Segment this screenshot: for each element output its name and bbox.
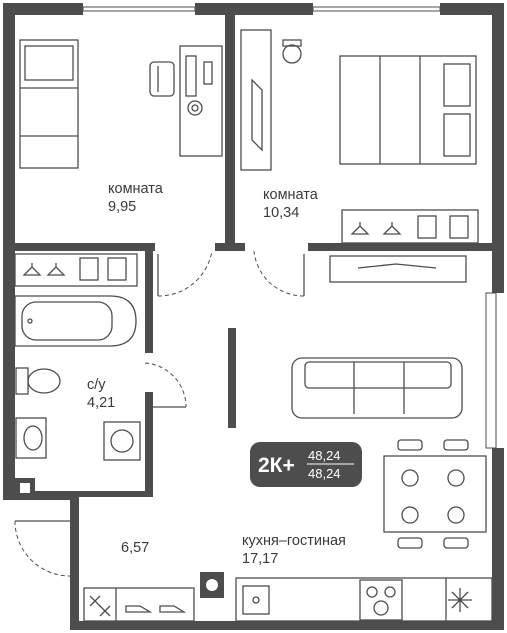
door-bathroom — [144, 362, 187, 408]
room-2-furniture — [240, 29, 479, 244]
walls — [3, 3, 504, 630]
badge-area-bottom: 48,24 — [308, 466, 341, 481]
apartment-type-badge: 2К+ 48,24 48,24 — [250, 442, 362, 487]
room-label-5-area: 17,17 — [242, 551, 278, 567]
room-label-5-name: кухня–гостиная — [242, 533, 346, 549]
room-label-2-name: комната — [263, 187, 319, 203]
door-room-1 — [157, 250, 213, 297]
room-label-3-name: с/у — [87, 377, 106, 393]
room-label-3-area: 4,21 — [87, 395, 115, 411]
room-1-furniture — [14, 39, 223, 287]
room-label-2-area: 10,34 — [263, 205, 299, 221]
badge-type: 2К+ — [258, 454, 295, 477]
hallway-furniture — [83, 587, 195, 622]
room-label-1-name: комната — [108, 181, 164, 197]
living-room-furniture — [235, 255, 493, 622]
room-labels: комната 9,95 комната 10,34 с/у 4,21 6,57… — [87, 181, 346, 567]
badge-area-top: 48,24 — [308, 448, 341, 463]
door-entrance — [14, 520, 71, 577]
bathroom-furniture — [14, 295, 141, 461]
room-label-1-area: 9,95 — [108, 199, 136, 215]
room-label-4-area: 6,57 — [121, 540, 149, 556]
door-room-2 — [253, 250, 305, 297]
